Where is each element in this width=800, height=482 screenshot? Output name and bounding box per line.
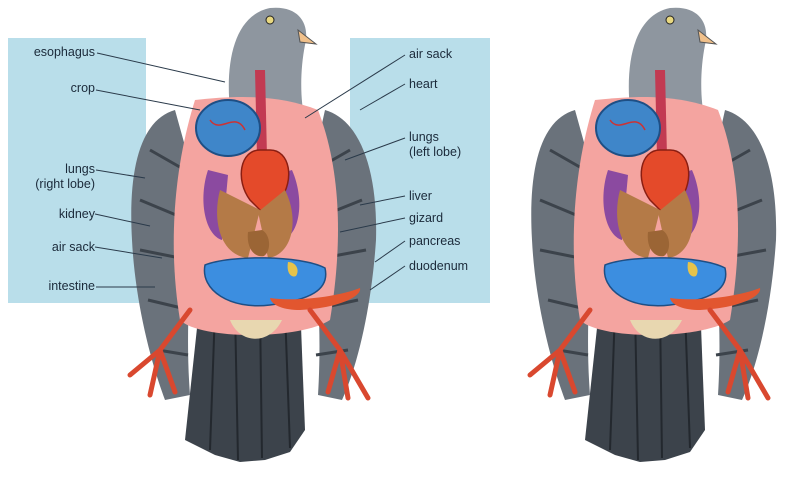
label-pancreas: pancreas [409,234,460,249]
leader-duodenum [369,265,406,291]
label-liver-text: liver [409,189,432,203]
label-heart: heart [409,77,438,92]
leader-heart [359,83,406,111]
label-crop-text: crop [70,81,95,95]
label-lungs-right-sub: (right lobe) [35,177,95,191]
leader-crop [95,89,201,111]
leader-gizard [339,217,406,233]
label-air-sack-right-text: air sack [409,47,453,61]
label-liver: liver [409,189,432,204]
left-leader-lines [94,52,226,288]
leader-pancreas [374,240,406,263]
leader-liver [359,195,406,206]
label-gizard-text: gizard [409,211,444,225]
leader-esophagus [96,52,226,83]
leader-lungs-left [344,137,406,161]
label-duodenum-text: duodenum [409,259,469,273]
label-duodenum: duodenum [409,259,468,274]
label-lungs-left-sub: (left lobe) [409,145,462,159]
label-crop: crop [20,81,95,96]
leader-kidney [94,213,151,227]
label-kidney: kidney [20,207,95,222]
leader-air-sack-left [94,246,163,259]
left-label-panel [8,38,146,303]
label-intestine-text: intestine [48,279,95,293]
label-lungs-right-text: lungs [65,162,95,176]
label-esophagus: esophagus [20,45,95,60]
label-esophagus-text: esophagus [33,45,95,59]
label-intestine: intestine [20,279,95,294]
leader-air-sack-right [304,54,406,119]
label-air-sack-left: air sack [20,240,95,255]
label-lungs-left: lungs (left lobe) [409,130,461,160]
label-heart-text: heart [409,77,438,91]
label-air-sack-left-text: air sack [51,240,95,254]
label-lungs-left-text: lungs [409,130,439,144]
label-gizard: gizard [409,211,443,226]
right-leader-lines [304,54,406,291]
label-air-sack-right: air sack [409,47,452,62]
label-kidney-text: kidney [58,207,95,221]
label-pancreas-text: pancreas [409,234,461,248]
pigeon-unlabeled [530,8,776,462]
label-lungs-right: lungs (right lobe) [15,162,95,192]
leader-lungs-right [95,169,146,179]
pigeon-labeled [130,8,376,462]
